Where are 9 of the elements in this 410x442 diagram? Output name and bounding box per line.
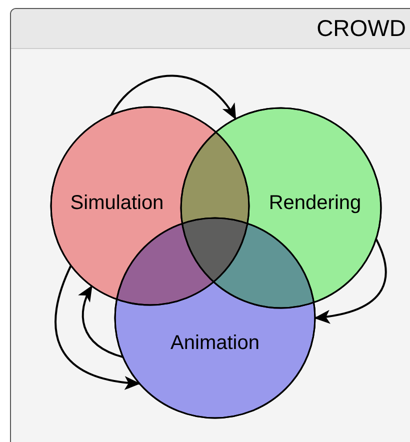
curved-arrow [314,238,387,324]
curved-arrow [110,74,236,120]
venn-circle [114,217,316,419]
circle-label: Animation [170,333,260,353]
curved-arrow [78,285,124,358]
curved-arrow [54,265,141,390]
panel-title: CROWD [316,17,406,40]
circle-label: Simulation [70,193,164,213]
circle-label: Rendering [268,193,362,213]
